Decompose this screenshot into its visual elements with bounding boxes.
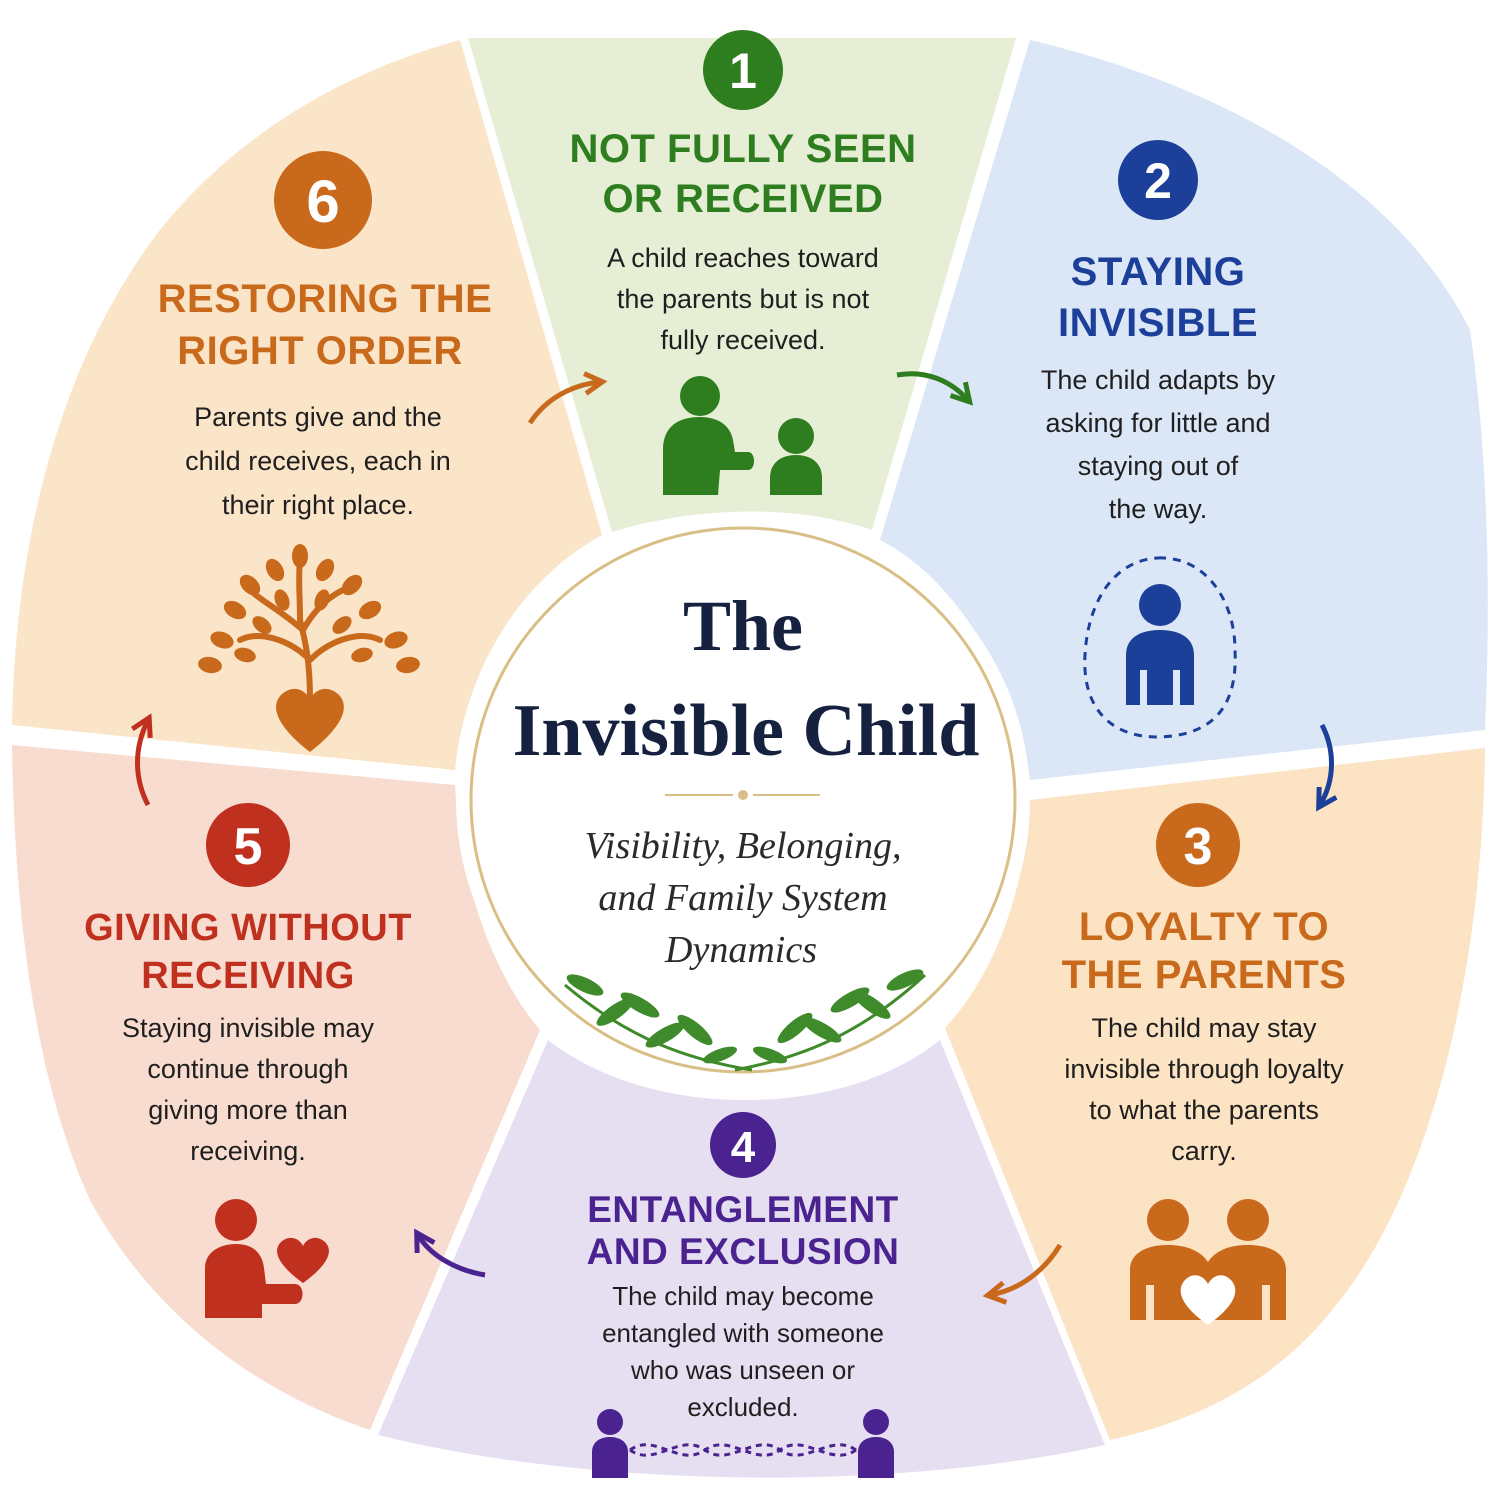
person-giving-heart-icon [205,1199,329,1318]
entangled-people-icon [592,1409,894,1478]
step-3-body-line2: invisible through loyalty [1064,1054,1344,1084]
step-4-number-badge [710,1112,776,1178]
segment-1-background [468,38,1016,532]
step-1-number: 1 [729,43,757,99]
step-2-number: 2 [1144,153,1172,209]
step-2-title-line2: INVISIBLE [1058,301,1258,345]
center-title-line2: Invisible Child [513,690,980,772]
step-6-number-badge [274,151,372,249]
step-5-title-line2: RECEIVING [141,955,355,997]
arrow-1-to-2 [896,371,974,406]
step-6-number: 6 [306,168,339,235]
step-3-title-line2: THE PARENTS [1062,953,1347,997]
step-1-body-line2: the parents but is not [617,284,870,314]
step-1-title-line2: OR RECEIVED [602,177,883,221]
segment-4-background [378,1040,1105,1478]
step-5-number-badge [206,803,290,887]
step-5-body-line2: continue through [147,1054,348,1084]
step-4-body-line4: excluded. [687,1392,798,1422]
step-6-title-line2: RIGHT ORDER [177,329,463,373]
step-6-title-line1: RESTORING THE [158,277,493,321]
parent-child-reaching-icon [663,376,822,495]
step-6-body-line1: Parents give and the [194,402,442,432]
two-parents-heart-icon [1130,1199,1286,1325]
step-4-title-line2: AND EXCLUSION [587,1231,900,1272]
segment-6-background [12,40,602,770]
step-3-title-line1: LOYALTY TO [1079,905,1329,949]
segment-2-background [880,40,1488,780]
step-3-body-line3: to what the parents [1089,1095,1319,1125]
step-4-body-line2: entangled with someone [602,1318,884,1348]
center-subtitle-line3: Dynamics [664,929,817,971]
segment-5-background [12,745,540,1430]
step-2-body-line2: asking for little and [1045,408,1270,438]
step-6-body-line3: their right place. [222,490,414,520]
step-3-body-line1: The child may stay [1091,1013,1317,1043]
center-title-line1: The [683,586,803,666]
center-subtitle-line2: and Family System [598,877,887,919]
step-4-body-line1: The child may become [612,1281,874,1311]
step-4-title-line1: ENTANGLEMENT [587,1189,899,1230]
step-5-body-line4: receiving. [190,1136,306,1166]
child-in-dashed-outline-icon [1083,556,1237,739]
arrow-2-to-3 [1316,723,1338,812]
step-1-body-line1: A child reaches toward [607,243,879,273]
arrow-6-to-1 [527,371,608,425]
laurel-icon [564,969,927,1072]
step-2-body-line3: staying out of [1078,451,1239,481]
step-6-body-line2: child receives, each in [185,446,451,476]
step-1-body-line3: fully received. [660,325,825,355]
step-3-body-line4: carry. [1171,1136,1237,1166]
step-1-number-badge [703,30,783,110]
step-3-number-badge [1156,803,1240,887]
step-5-body-line1: Staying invisible may [122,1013,375,1043]
step-2-title-line1: STAYING [1071,250,1246,294]
center-divider [665,790,820,800]
center-subtitle-line1: Visibility, Belonging, [585,825,902,867]
step-1-title-line1: NOT FULLY SEEN [569,127,916,171]
step-2-body-line4: the way. [1109,494,1208,524]
arrow-3-to-4 [982,1243,1063,1305]
arrow-5-to-6 [130,713,153,807]
step-3-number: 3 [1184,818,1213,876]
segment-3-background [945,748,1485,1440]
tree-heart-icon [198,544,420,752]
step-2-number-badge [1118,140,1198,220]
step-5-body-line3: giving more than [148,1095,348,1125]
step-4-body-line3: who was unseen or [630,1355,855,1385]
step-5-title-line1: GIVING WITHOUT [84,907,412,949]
arrow-4-to-5 [414,1228,486,1278]
step-2-body-line1: The child adapts by [1041,365,1276,395]
step-4-number: 4 [731,1123,756,1172]
step-5-number: 5 [234,818,263,876]
